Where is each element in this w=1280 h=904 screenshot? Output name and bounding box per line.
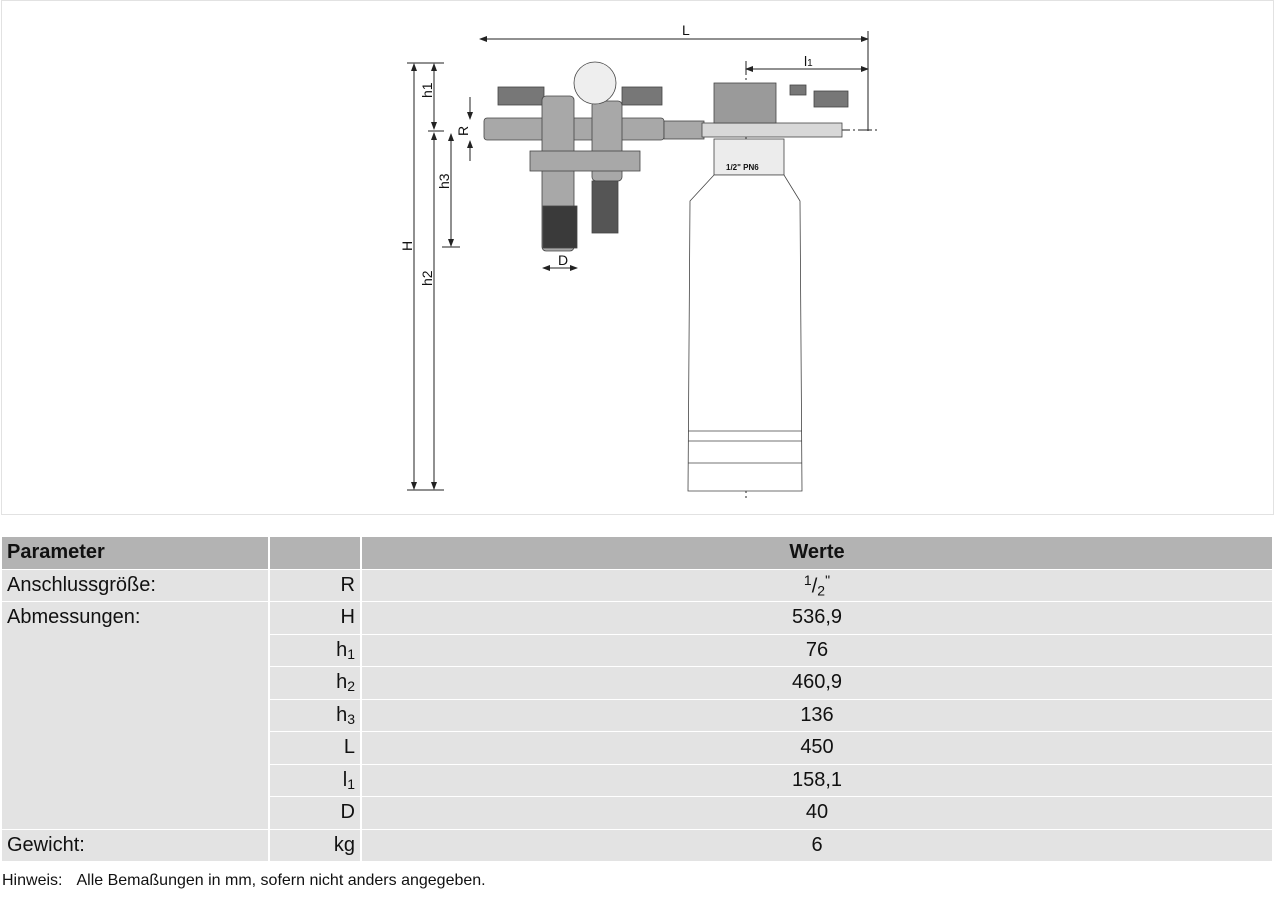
symbol-cell: R (270, 569, 360, 601)
value-cell: 6 (362, 829, 1272, 861)
symbol-cell: l1 (270, 764, 360, 796)
header-parameter: Parameter (2, 537, 268, 569)
symbol-cell: kg (270, 829, 360, 861)
connection-marking: 1/2" PN6 (726, 163, 759, 172)
value-cell: 536,9 (362, 602, 1272, 634)
note-text: Alle Bemaßungen in mm, sofern nicht ande… (76, 872, 486, 889)
value-cell: 40 (362, 797, 1272, 829)
param-cell: Gewicht: (2, 829, 268, 861)
value-cell: 136 (362, 699, 1272, 731)
symbol-cell: D (270, 797, 360, 829)
dim-label-l1: l1 (804, 53, 813, 69)
dim-label-h1: h1 (419, 82, 435, 98)
filter-unit-drawing: L l1 D h1 R h3 H h2 1/2" PN6 (399, 22, 880, 501)
value-cell: 76 (362, 634, 1272, 666)
symbol-cell: h1 (270, 634, 360, 666)
value-cell: 460,9 (362, 667, 1272, 699)
symbol-cell: L (270, 732, 360, 764)
dim-label-R: R (455, 126, 471, 136)
header-symbol (270, 537, 360, 569)
symbol-cell: H (270, 602, 360, 634)
value-cell: 1/2" (362, 569, 1272, 601)
dim-label-h2: h2 (419, 270, 435, 286)
value-cell: 450 (362, 732, 1272, 764)
dimension-drawing: L l1 D h1 R h3 H h2 1/2" PN6 (1, 0, 1274, 515)
header-values: Werte (362, 537, 1272, 569)
value-cell: 158,1 (362, 764, 1272, 796)
param-cell: Abmessungen: (2, 602, 268, 829)
param-cell: Anschlussgröße: (2, 569, 268, 601)
dim-label-L: L (682, 22, 690, 38)
table-header: Parameter Werte (2, 537, 1272, 569)
symbol-cell: h3 (270, 699, 360, 731)
dim-label-H: H (399, 241, 415, 251)
symbol-cell: h2 (270, 667, 360, 699)
dim-label-D: D (558, 252, 568, 268)
dim-label-h3: h3 (436, 173, 452, 189)
note-label: Hinweis: (2, 872, 63, 889)
footnote: Hinweis: Alle Bemaßungen in mm, sofern ni… (2, 872, 486, 890)
